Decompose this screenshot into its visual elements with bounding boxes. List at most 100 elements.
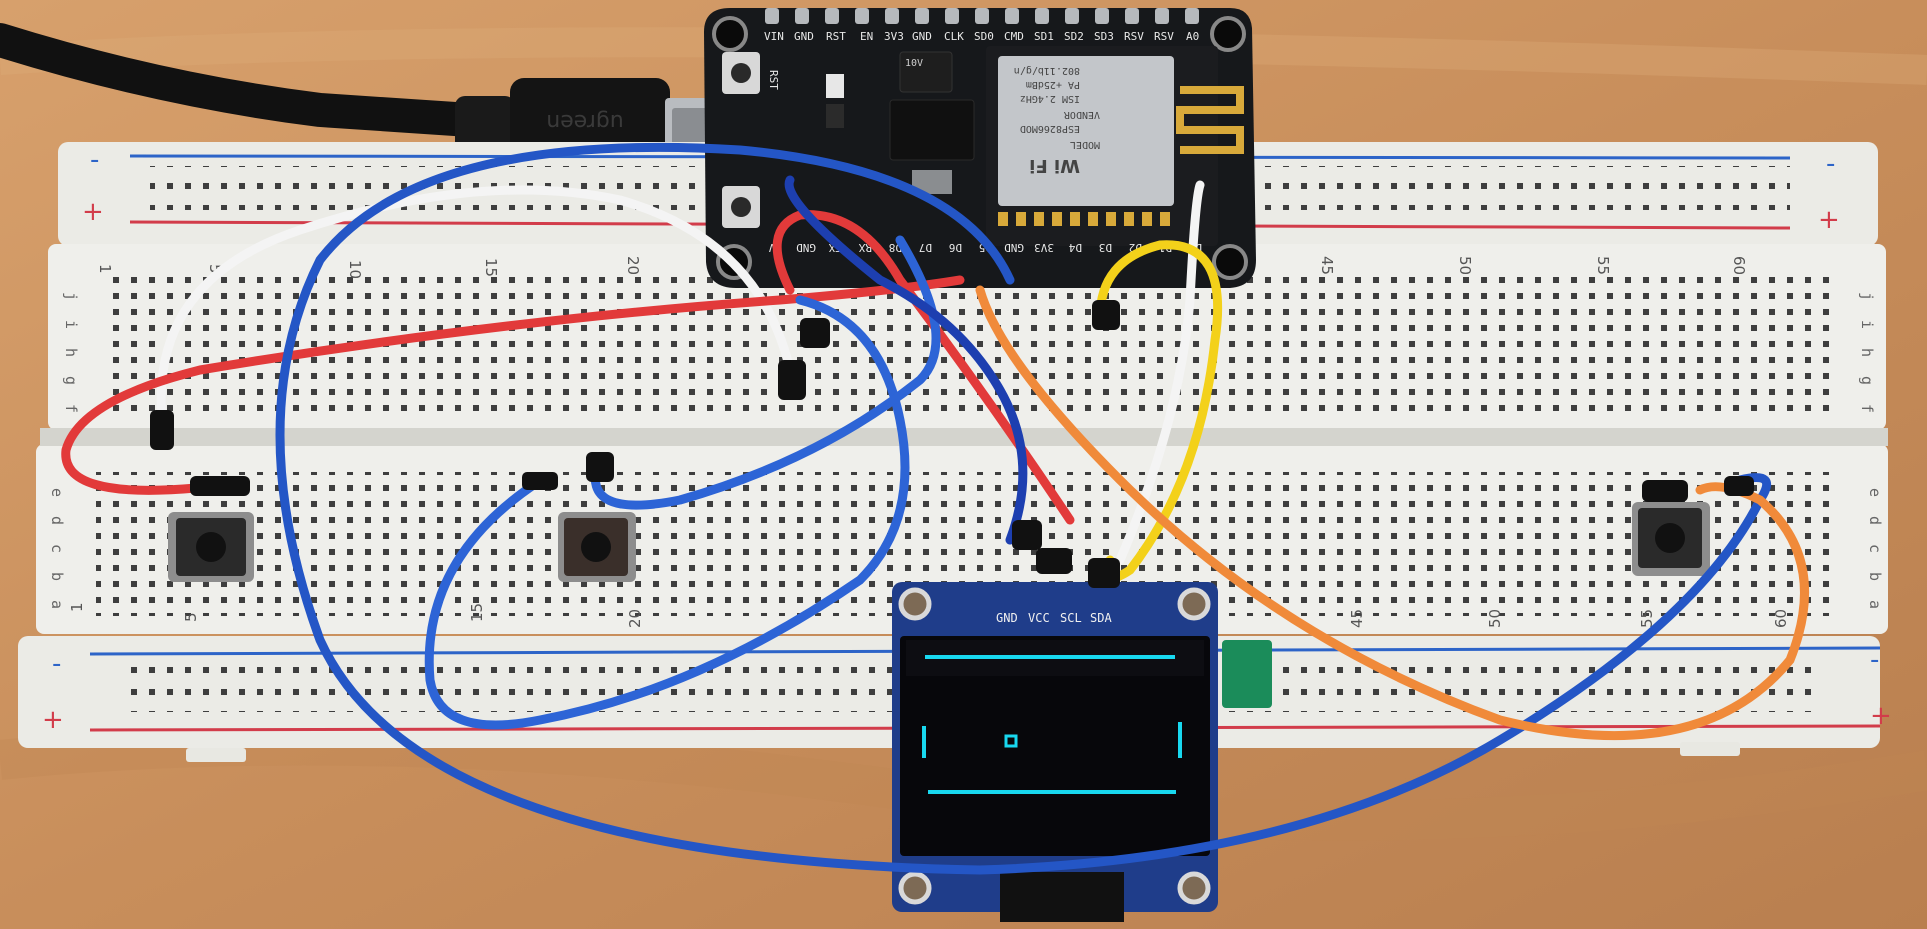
row-d-left: d bbox=[48, 516, 66, 525]
pin-label-sd1: SD1 bbox=[1034, 30, 1054, 43]
pin-label-gnd-2: GND bbox=[912, 30, 932, 43]
pin-label-d4: D4 bbox=[1068, 241, 1082, 254]
row-j-right: j bbox=[1858, 292, 1876, 301]
row-i-left: i bbox=[62, 320, 80, 329]
regulator-label: 10V bbox=[905, 58, 923, 69]
pin-label-gnd-1: GND bbox=[794, 30, 814, 43]
nodemcu-board: VIN GND RST EN 3V3 GND CLK SD0 CMD SD1 S… bbox=[704, 8, 1256, 288]
rail-minus-top-right: - bbox=[1826, 149, 1835, 179]
wifi-logo-label: Wi Fi bbox=[1029, 155, 1080, 176]
pin-label-sd0: SD0 bbox=[974, 30, 994, 43]
oled-display: GND VCC SCL SDA bbox=[892, 582, 1218, 922]
rail-minus-bottom-right: - bbox=[1870, 645, 1879, 675]
row-e-right: e bbox=[1866, 488, 1884, 497]
col-5-bottom: 5 bbox=[182, 612, 200, 622]
col-55-bottom: 55 bbox=[1638, 609, 1656, 628]
row-g-right: g bbox=[1858, 376, 1876, 385]
module-text-band: ISM 2.4GHz bbox=[1020, 93, 1080, 104]
rail-plus-top-left: + bbox=[82, 197, 104, 227]
oled-pin-scl: SCL bbox=[1060, 611, 1082, 625]
row-f-left: f bbox=[62, 404, 80, 413]
row-c-right: c bbox=[1866, 544, 1884, 553]
col-1-bottom: 1 bbox=[68, 602, 86, 612]
pin-label-rsv-2: RSV bbox=[1154, 30, 1174, 43]
jumper-wires bbox=[61, 142, 1810, 875]
green-component bbox=[1222, 640, 1272, 708]
oled-bottom-wall bbox=[928, 790, 1176, 794]
row-a-left: a bbox=[48, 600, 66, 609]
pin-label-cmd: CMD bbox=[1004, 30, 1024, 43]
rail-minus-top-left: - bbox=[90, 145, 99, 175]
pin-label-d7: D7 bbox=[919, 241, 932, 254]
oled-left-paddle bbox=[922, 726, 926, 758]
module-text-vendor: VENDOR bbox=[1063, 109, 1100, 120]
orange-wire bbox=[975, 285, 1810, 741]
row-a-right: a bbox=[1866, 600, 1884, 609]
module-text-model: MODEL bbox=[1070, 139, 1100, 150]
row-j-left: j bbox=[62, 292, 80, 301]
row-b-right: b bbox=[1866, 572, 1884, 581]
col-55-top: 55 bbox=[1594, 256, 1612, 275]
row-b-left: b bbox=[48, 572, 66, 581]
rail-plus-top-right: + bbox=[1818, 205, 1840, 235]
row-d-right: d bbox=[1866, 516, 1884, 525]
pin-label-sd2: SD2 bbox=[1064, 30, 1084, 43]
row-g-left: g bbox=[62, 376, 80, 385]
push-button-right bbox=[1632, 502, 1710, 576]
row-i-right: i bbox=[1858, 320, 1876, 329]
oled-right-paddle bbox=[1178, 722, 1182, 758]
col-50-bottom: 50 bbox=[1486, 609, 1504, 628]
col-50-top: 50 bbox=[1456, 256, 1474, 275]
rst-button-label: RST bbox=[767, 70, 780, 90]
row-e-left: e bbox=[48, 488, 66, 497]
oled-pin-sda: SDA bbox=[1090, 611, 1112, 625]
pin-label-sd3: SD3 bbox=[1094, 30, 1114, 43]
col-20-bottom: 20 bbox=[626, 609, 644, 628]
pin-label-d3: D3 bbox=[1099, 241, 1112, 254]
pin-label-en: EN bbox=[860, 30, 873, 43]
col-5-top: 5 bbox=[206, 264, 224, 274]
rail-plus-bottom-left: + bbox=[42, 705, 64, 735]
push-button-middle bbox=[558, 512, 636, 582]
pin-label-d6: D6 bbox=[949, 241, 962, 254]
oled-glass bbox=[900, 636, 1210, 856]
oled-ball bbox=[1004, 734, 1018, 748]
oled-top-wall bbox=[925, 655, 1175, 659]
column-numbers: 1 5 10 15 20 45 50 55 60 1 5 15 20 45 50… bbox=[68, 256, 1790, 628]
pin-label-3v3-bottom: 3V3 bbox=[1034, 241, 1054, 254]
row-h-left: h bbox=[62, 348, 80, 357]
pin-label-vin: VIN bbox=[764, 30, 784, 43]
pin-label-gnd-bottom-1: GND bbox=[796, 241, 816, 254]
row-f-right: f bbox=[1858, 404, 1876, 413]
col-10-top: 10 bbox=[346, 260, 364, 279]
col-45-top: 45 bbox=[1318, 256, 1336, 275]
oled-pin-gnd: GND bbox=[996, 611, 1018, 625]
row-h-right: h bbox=[1858, 348, 1876, 357]
col-1-top: 1 bbox=[96, 264, 114, 274]
red-wire bbox=[61, 275, 965, 495]
pin-label-gnd-bottom-2: GND bbox=[1004, 241, 1024, 254]
rail-minus-bottom-left: - bbox=[52, 649, 61, 679]
push-button-left bbox=[168, 512, 254, 582]
pin-label-3v3-top: 3V3 bbox=[884, 30, 904, 43]
white-wire bbox=[156, 185, 795, 425]
col-60-bottom: 60 bbox=[1772, 609, 1790, 628]
col-20-top: 20 bbox=[624, 256, 642, 275]
blue-wire-long bbox=[275, 142, 1772, 875]
col-15-top: 15 bbox=[482, 258, 500, 277]
blue-wire-loop bbox=[424, 295, 910, 730]
oled-pin-vcc: VCC bbox=[1028, 611, 1050, 625]
yellow-wire bbox=[1095, 240, 1223, 583]
rail-plus-bottom-right: + bbox=[1870, 701, 1892, 731]
col-60-top: 60 bbox=[1730, 256, 1748, 275]
module-text-power: PA +25dBm bbox=[1026, 79, 1080, 90]
pin-label-rst: RST bbox=[826, 30, 846, 43]
pin-label-a0: A0 bbox=[1186, 30, 1199, 43]
col-15-bottom: 15 bbox=[468, 603, 486, 622]
module-text-chip: ESP8266MOD bbox=[1020, 123, 1080, 134]
row-letters: j i h g f e d c b a j i h g f e d c b a bbox=[48, 292, 1884, 609]
usb-brand-label: ugreen bbox=[546, 109, 623, 134]
module-text-protocol: 802.11b/g/n bbox=[1014, 65, 1080, 76]
pin-label-rsv-1: RSV bbox=[1124, 30, 1144, 43]
